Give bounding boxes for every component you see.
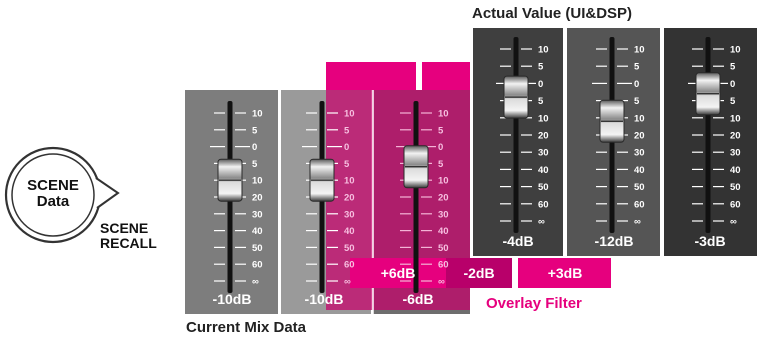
current-mix-title: Current Mix Data (186, 319, 307, 336)
scale-mark-label: 40 (634, 165, 645, 176)
overlay-bar-1 (326, 62, 416, 90)
scale-mark-label: 10 (252, 176, 263, 187)
overlay-offset-label: +3dB (548, 265, 583, 281)
scale-mark-label: 5 (344, 125, 350, 136)
scale-mark-label: 10 (538, 113, 549, 124)
scale-mark-label: 60 (634, 199, 645, 210)
scale-mark-label: 10 (438, 109, 449, 120)
scale-mark-label: 5 (730, 96, 736, 107)
mix-fader-2-value: -10dB (305, 291, 344, 307)
scale-mark-label: 50 (252, 243, 263, 254)
scene-bubble-line2: Data (36, 193, 70, 210)
scale-mark-label: 50 (438, 243, 449, 254)
scale-mark-label: 30 (730, 148, 741, 159)
scale-mark-label: 5 (634, 96, 640, 107)
scale-mark-label: 20 (538, 131, 549, 142)
overlay-bar-2 (422, 62, 470, 90)
scene-recall-label: SCENE RECALL (100, 221, 157, 251)
scale-mark-label: 30 (438, 209, 449, 220)
actual-fader-1-value: -4dB (502, 233, 533, 249)
scale-mark-label: 5 (252, 159, 258, 170)
scale-mark-label: 5 (538, 96, 544, 107)
scale-mark-label: 5 (438, 159, 444, 170)
scene-recall-line1: SCENE (100, 220, 149, 236)
actual-fader-1-slot (513, 37, 519, 233)
scale-mark-label: 60 (438, 260, 449, 271)
scale-mark-label: 20 (730, 131, 741, 142)
scale-mark-label: 0 (730, 79, 735, 90)
overlay-offset-label: +6dB (381, 265, 416, 281)
scale-mark-label: 0 (252, 142, 257, 153)
scale-mark-label: 60 (730, 199, 741, 210)
scale-mark-label: 5 (438, 125, 444, 136)
actual-fader-3-slot (705, 37, 711, 233)
scale-mark-label: 5 (252, 125, 258, 136)
scale-mark-label: 30 (634, 148, 645, 159)
scale-mark-label: 30 (252, 209, 263, 220)
scale-mark-label: 10 (538, 45, 549, 56)
mix-fader-3-value: -6dB (402, 291, 433, 307)
scale-mark-label: 0 (438, 142, 443, 153)
scale-mark-label: 10 (634, 45, 645, 56)
overlay-offset-label: -2dB (463, 265, 494, 281)
scale-mark-label: ∞ (730, 217, 737, 228)
offset-box-2 (446, 258, 512, 288)
scale-mark-label: 20 (344, 193, 355, 204)
scale-mark-label: 50 (730, 182, 741, 193)
scale-mark-label: 10 (730, 113, 741, 124)
actual-value-title: Actual Value (UI&DSP) (472, 5, 633, 22)
scale-mark-label: 10 (730, 45, 741, 56)
scale-mark-label: ∞ (252, 277, 259, 288)
scale-mark-label: 20 (252, 193, 263, 204)
scale-mark-label: ∞ (634, 217, 641, 228)
scale-mark-label: 10 (634, 113, 645, 124)
scale-mark-label: 30 (538, 148, 549, 159)
scene-bubble-line1: SCENE (27, 177, 79, 194)
scene-bubble-label: SCENE Data (18, 178, 88, 210)
scale-mark-label: 40 (252, 226, 263, 237)
actual-fader-2-value: -12dB (595, 233, 634, 249)
scale-mark-label: 40 (538, 165, 549, 176)
offset-box-3 (518, 258, 611, 288)
scale-mark-label: 0 (634, 79, 639, 90)
scene-recall-line2: RECALL (100, 235, 157, 251)
scale-mark-label: 10 (438, 176, 449, 187)
scale-mark-label: 50 (634, 182, 645, 193)
scale-mark-label: 10 (344, 109, 355, 120)
scale-mark-label: ∞ (344, 277, 351, 288)
scale-mark-label: ∞ (438, 277, 445, 288)
scale-mark-label: 60 (344, 260, 355, 271)
scale-mark-label: 40 (438, 226, 449, 237)
offset-box-1 (350, 258, 446, 288)
scale-mark-label: 0 (344, 142, 349, 153)
scale-mark-label: 20 (634, 131, 645, 142)
scale-mark-label: 0 (538, 79, 543, 90)
scale-mark-label: 30 (344, 209, 355, 220)
scale-mark-label: 5 (730, 62, 736, 73)
scale-mark-label: 5 (538, 62, 544, 73)
scale-mark-label: 20 (438, 193, 449, 204)
scale-mark-label: 60 (538, 199, 549, 210)
scale-mark-label: ∞ (538, 217, 545, 228)
scale-mark-label: 10 (252, 109, 263, 120)
overlay-filter-title: Overlay Filter (486, 295, 582, 312)
scale-mark-label: 50 (344, 243, 355, 254)
scale-mark-label: 50 (538, 182, 549, 193)
scale-mark-label: 10 (344, 176, 355, 187)
scale-mark-label: 40 (730, 165, 741, 176)
scale-mark-label: 40 (344, 226, 355, 237)
actual-fader-3-value: -3dB (694, 233, 725, 249)
mix-fader-1-value: -10dB (213, 291, 252, 307)
scale-mark-label: 5 (634, 62, 640, 73)
scale-mark-label: 5 (344, 159, 350, 170)
bubble-pointer-arrow (95, 177, 120, 209)
scale-mark-label: 60 (252, 260, 263, 271)
